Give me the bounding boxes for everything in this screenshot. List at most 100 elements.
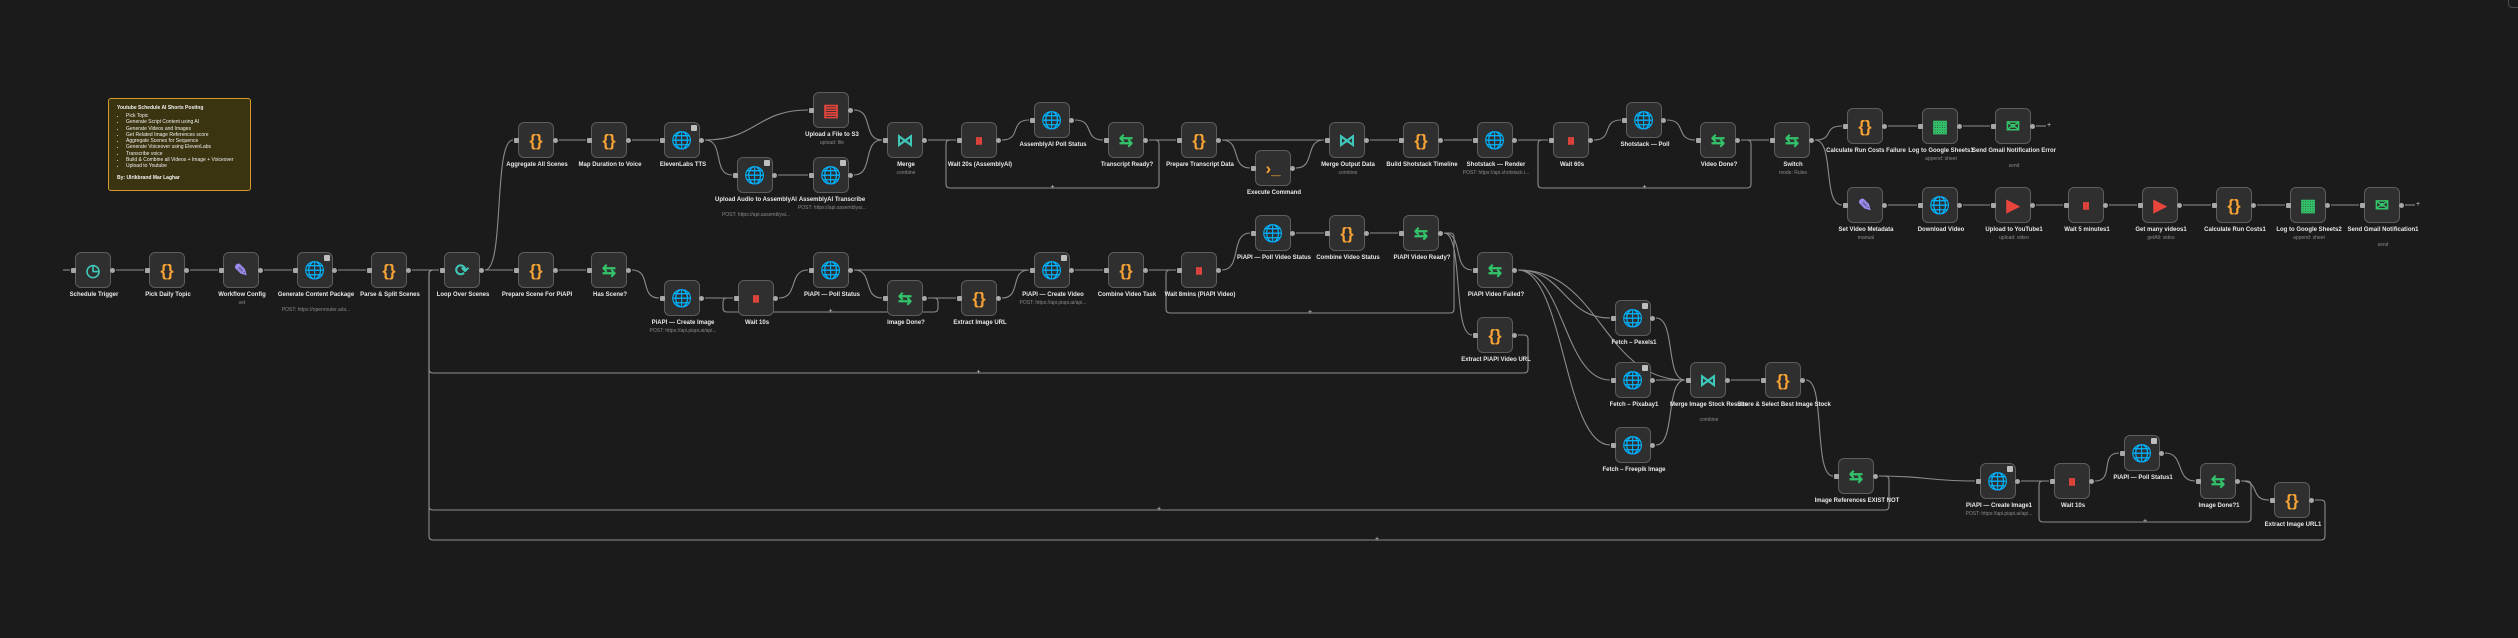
node-image-references-exist[interactable]: ⇆Image References EXIST NOT: [1815, 458, 1899, 504]
node-parse-split-scenes[interactable]: {}Parse & Split Scenes: [360, 252, 420, 298]
output-port[interactable]: [1364, 231, 1369, 236]
output-port[interactable]: [1512, 268, 1517, 273]
input-port[interactable]: [1918, 124, 1923, 129]
input-port[interactable]: [1325, 231, 1330, 236]
connection-line[interactable]: [704, 139, 733, 176]
connection-line[interactable]: [2094, 452, 2120, 482]
input-port[interactable]: [1251, 231, 1256, 236]
output-port[interactable]: [553, 138, 558, 143]
output-port[interactable]: [1882, 124, 1887, 129]
connection-line[interactable]: [1655, 379, 1686, 446]
input-port[interactable]: [514, 268, 519, 273]
output-port[interactable]: [479, 268, 484, 273]
input-port[interactable]: [2064, 203, 2069, 208]
output-port[interactable]: [1290, 231, 1295, 236]
output-port[interactable]: [1216, 138, 1221, 143]
output-port[interactable]: [2309, 498, 2314, 503]
node-piapi-poll-status[interactable]: 🌐PiAPI — Poll Status: [804, 252, 860, 298]
output-port[interactable]: [699, 138, 704, 143]
connection-line[interactable]: [1074, 119, 1104, 141]
node-image-done[interactable]: ⇆Image Done?: [883, 280, 927, 326]
output-port[interactable]: [110, 268, 115, 273]
output-port[interactable]: [1957, 203, 1962, 208]
connection-line[interactable]: [1517, 269, 1686, 381]
input-port[interactable]: [2286, 203, 2291, 208]
input-port[interactable]: [1177, 268, 1182, 273]
output-port[interactable]: [699, 296, 704, 301]
node-wait-20s-assemblyai[interactable]: ⏸Wait 20s (AssemblyAI): [948, 122, 1012, 168]
add-node-icon[interactable]: +: [1642, 184, 1647, 191]
input-port[interactable]: [1473, 268, 1478, 273]
node-extract-image-url-1[interactable]: {}Extract Image URL1: [2265, 482, 2321, 528]
node-piapi-video-failed[interactable]: ⇆PiAPI Video Failed?: [1468, 252, 1524, 298]
input-port[interactable]: [2120, 451, 2125, 456]
connection-line[interactable]: [704, 109, 809, 141]
node-calculate-run-costs-failure[interactable]: {}Calculate Run Costs Failure: [1826, 108, 1906, 154]
add-node-icon[interactable]: +: [2415, 201, 2421, 208]
output-port[interactable]: [996, 138, 1001, 143]
output-port[interactable]: [1725, 378, 1730, 383]
input-port[interactable]: [733, 173, 738, 178]
add-node-icon[interactable]: +: [1156, 506, 1162, 513]
input-port[interactable]: [1104, 268, 1109, 273]
output-port[interactable]: [1438, 138, 1443, 143]
input-port[interactable]: [145, 268, 150, 273]
output-port[interactable]: [1438, 231, 1443, 236]
connection-line[interactable]: [1517, 269, 1611, 319]
add-node-icon[interactable]: +: [976, 369, 981, 376]
connection-line[interactable]: [2240, 480, 2270, 501]
add-node-icon[interactable]: +: [2142, 518, 2148, 525]
output-port[interactable]: [2030, 203, 2035, 208]
output-port[interactable]: [1800, 378, 1805, 383]
loop-back-line[interactable]: [1537, 139, 1752, 189]
input-port[interactable]: [2050, 479, 2055, 484]
output-port[interactable]: [1364, 138, 1369, 143]
connection-line[interactable]: [1814, 139, 1843, 206]
loop-back-line[interactable]: [722, 297, 939, 313]
node-wait-60s[interactable]: ⏸Wait 60s: [1549, 122, 1593, 168]
node-execute-command[interactable]: ›_Execute Command: [1247, 150, 1301, 196]
node-loop-over-scenes[interactable]: ⟳Loop Over Scenes: [437, 252, 489, 298]
node-fetch-pixabay[interactable]: 🌐Fetch – Pixabay1: [1610, 362, 1658, 408]
input-port[interactable]: [660, 138, 665, 143]
output-port[interactable]: [2103, 203, 2108, 208]
output-port[interactable]: [1290, 166, 1295, 171]
input-port[interactable]: [660, 296, 665, 301]
connection-line[interactable]: [1593, 119, 1622, 141]
node-fetch-freepik[interactable]: 🌐Fetch – Freepik Image: [1602, 427, 1666, 473]
output-port[interactable]: [2399, 203, 2404, 208]
output-port[interactable]: [2251, 203, 2256, 208]
node-extract-image-url[interactable]: {}Extract Image URL: [953, 280, 1007, 326]
loop-back-line[interactable]: [1165, 232, 1455, 314]
input-port[interactable]: [1843, 203, 1848, 208]
node-pick-daily-topic[interactable]: {}Pick Daily Topic: [145, 252, 191, 298]
node-score-select-best-image[interactable]: {}Score & Select Best Image Stock: [1737, 362, 1831, 408]
output-port[interactable]: [922, 296, 927, 301]
input-port[interactable]: [2270, 498, 2275, 503]
output-port[interactable]: [2235, 479, 2240, 484]
input-port[interactable]: [293, 268, 298, 273]
input-port[interactable]: [2360, 203, 2365, 208]
node-download-video[interactable]: 🌐Download Video: [1918, 187, 1964, 233]
output-port[interactable]: [1216, 268, 1221, 273]
output-port[interactable]: [258, 268, 263, 273]
output-port[interactable]: [2325, 203, 2330, 208]
input-port[interactable]: [1611, 316, 1616, 321]
input-port[interactable]: [809, 108, 814, 113]
connection-line[interactable]: [484, 139, 514, 271]
add-node-icon[interactable]: +: [828, 308, 833, 315]
input-port[interactable]: [1473, 138, 1478, 143]
connection-line[interactable]: [1001, 119, 1030, 141]
connection-line[interactable]: [853, 269, 883, 299]
